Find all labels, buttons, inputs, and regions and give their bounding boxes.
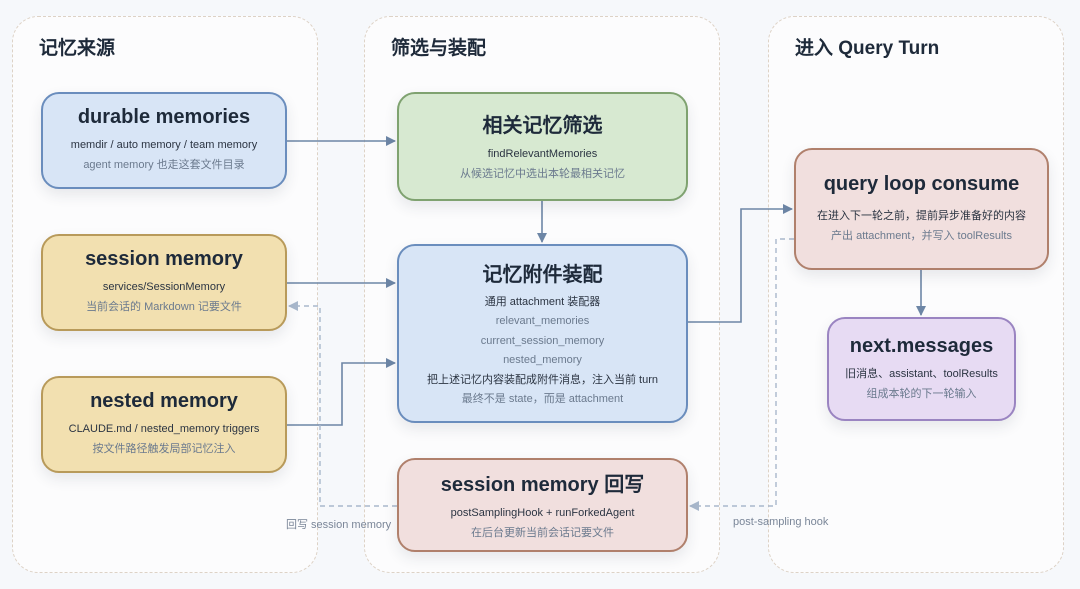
edge-query-to-writeback: [689, 238, 794, 511]
node-subtitle: 旧消息、assistant、toolResults: [845, 367, 998, 380]
node-memory-attachment-assembly[interactable]: 记忆附件装配 通用 attachment 装配器 relevant_memori…: [397, 244, 688, 423]
node-title: next.messages: [849, 334, 994, 357]
lane-title: 记忆来源: [39, 38, 116, 59]
node-title: 记忆附件装配: [482, 263, 603, 286]
node-note: agent memory 也走这套文件目录: [83, 159, 245, 171]
node-session-memory-writeback[interactable]: session memory 回写 postSamplingHook + run…: [397, 458, 688, 552]
node-durable-memories[interactable]: durable memories memdir / auto memory / …: [41, 92, 287, 189]
lane-query-turn: 进入 Query Turn: [768, 16, 1064, 573]
lane-title: 筛选与装配: [391, 38, 487, 59]
edge-label-writeback-session: 回写 session memory: [286, 519, 392, 531]
node-note: 最终不是 state，而是 attachment: [461, 393, 624, 405]
edge-writeback-to-session: [288, 301, 397, 507]
node-item: nested_memory: [503, 354, 582, 366]
node-subtitle: 通用 attachment 装配器: [484, 295, 601, 308]
node-item: current_session_memory: [480, 334, 605, 347]
node-relevant-memory-filter[interactable]: 相关记忆筛选 findRelevantMemories 从候选记忆中选出本轮最相…: [397, 92, 688, 201]
node-title: 相关记忆筛选: [482, 115, 603, 137]
edge-assemble-to-query: [688, 204, 793, 323]
node-query-loop-consume[interactable]: query loop consume 在进入下一轮之前，提前异步准备好的内容 产…: [794, 148, 1049, 270]
node-note: 组成本轮的下一轮输入: [866, 387, 977, 400]
node-note: 当前会话的 Markdown 记要文件: [86, 301, 242, 313]
node-note: 按文件路径触发局部记忆注入: [92, 443, 236, 455]
node-subtitle: services/SessionMemory: [102, 281, 226, 293]
node-description: 把上述记忆内容装配成附件消息，注入当前 turn: [426, 373, 658, 386]
node-note: 在后台更新当前会话记要文件: [471, 526, 614, 539]
node-item: relevant_memories: [495, 315, 590, 327]
node-title: session memory 回写: [440, 473, 645, 496]
node-subtitle: findRelevantMemories: [487, 148, 598, 160]
node-subtitle: CLAUDE.md / nested_memory triggers: [68, 423, 260, 435]
node-title: nested memory: [90, 390, 238, 412]
edge-nested-to-assemble: [287, 358, 396, 426]
node-nested-memory[interactable]: nested memory CLAUDE.md / nested_memory …: [41, 376, 287, 473]
node-note: 从候选记忆中选出本轮最相关记忆: [460, 168, 625, 180]
node-next-messages[interactable]: next.messages 旧消息、assistant、toolResults …: [827, 317, 1016, 421]
node-note: 产出 attachment，并写入 toolResults: [831, 229, 1012, 242]
node-session-memory[interactable]: session memory services/SessionMemory 当前…: [41, 234, 287, 331]
node-subtitle: 在进入下一轮之前，提前异步准备好的内容: [817, 209, 1026, 222]
node-title: session memory: [85, 248, 243, 270]
node-subtitle: postSamplingHook + runForkedAgent: [450, 506, 635, 519]
node-title: query loop consume: [823, 172, 1020, 195]
edge-label-post-sampling-hook: post-sampling hook: [733, 516, 829, 528]
node-subtitle: memdir / auto memory / team memory: [70, 139, 258, 151]
node-title: durable memories: [77, 106, 251, 128]
lane-title: 进入 Query Turn: [795, 38, 940, 59]
